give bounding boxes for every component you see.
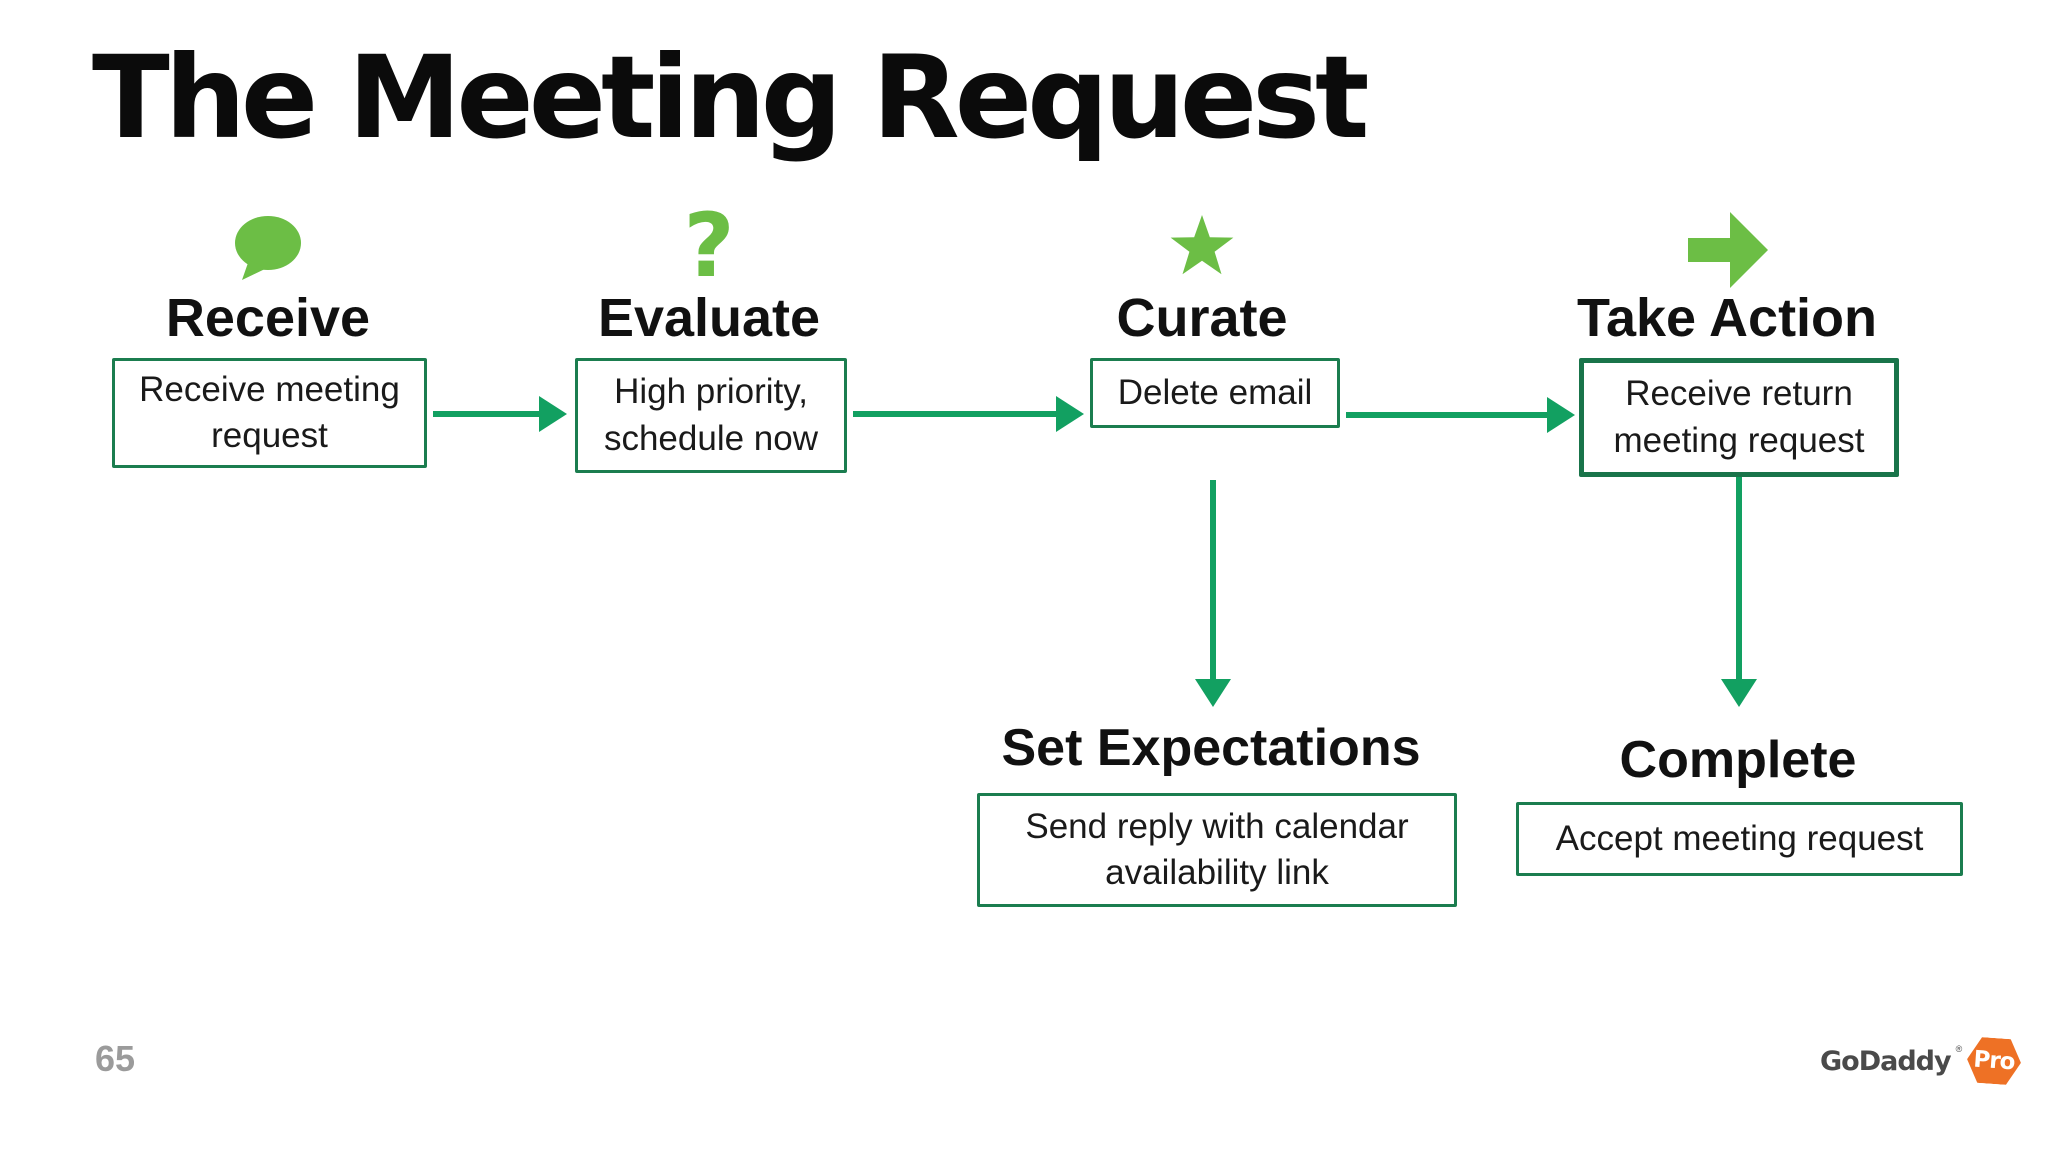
star-icon — [1169, 214, 1235, 276]
arrow-receive-to-evaluate — [433, 396, 567, 432]
page-title: The Meeting Request — [92, 31, 1370, 164]
pro-badge: Pro — [1966, 1036, 2023, 1086]
arrow-right-icon — [1688, 212, 1768, 288]
godaddy-wordmark: GoDaddy — [1820, 1045, 1952, 1077]
flow-box-receive: Receive meeting request — [112, 358, 427, 468]
flow-box-set-expectations: Send reply with calendar availability li… — [977, 793, 1457, 907]
stage-label-take-action: Take Action — [1576, 288, 1878, 348]
registered-mark: ® — [1955, 1044, 1963, 1054]
stage-label-evaluate: Evaluate — [597, 288, 821, 348]
arrow-evaluate-to-curate — [853, 396, 1084, 432]
speech-bubble-icon — [233, 214, 303, 282]
pro-badge-label: Pro — [1972, 1046, 2016, 1076]
question-mark-icon: ? — [683, 194, 735, 297]
arrow-curate-to-set-expectations — [1195, 480, 1231, 707]
branch-label-complete: Complete — [1619, 731, 1857, 789]
flow-box-evaluate: High priority, schedule now — [575, 358, 847, 473]
flow-box-take-action: Receive return meeting request — [1579, 358, 1899, 477]
stage-label-receive: Receive — [165, 288, 371, 348]
flow-box-curate: Delete email — [1090, 358, 1340, 428]
arrow-take-action-to-complete — [1721, 477, 1757, 707]
branch-label-set-expectations: Set Expectations — [1001, 719, 1421, 777]
godaddy-pro-logo: GoDaddy ® Pro — [1820, 1038, 2021, 1084]
flow-box-complete: Accept meeting request — [1516, 802, 1963, 876]
stage-label-curate: Curate — [1116, 288, 1288, 348]
page-number: 65 — [95, 1038, 136, 1079]
arrow-curate-to-take-action — [1346, 397, 1575, 433]
